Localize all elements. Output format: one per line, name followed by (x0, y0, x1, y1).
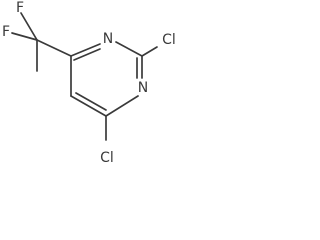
bond-c2-cl (141, 46, 158, 57)
atom-label-cl4: Cl (100, 150, 114, 166)
bond-cf2-f2 (11, 32, 38, 41)
bond-cf2-f1 (20, 12, 38, 41)
atom-label-n1: N (103, 31, 113, 47)
bond-c4-c5 (70, 95, 107, 117)
atom-label-f2: F (2, 24, 10, 40)
bond-c6-n1-double (73, 48, 101, 61)
bond-c6-n1 (70, 43, 101, 57)
bond-c4-c5-double (75, 92, 107, 111)
bond-n1-c2 (115, 41, 143, 57)
atom-label-f1: F (16, 0, 24, 16)
atom-label-cl2: Cl (162, 32, 176, 48)
chemical-structure: F F N N Cl Cl (2, 0, 176, 166)
atom-label-n3: N (138, 80, 148, 96)
bond-n3-c4 (105, 95, 139, 117)
bond-cf2-c6 (36, 39, 72, 57)
